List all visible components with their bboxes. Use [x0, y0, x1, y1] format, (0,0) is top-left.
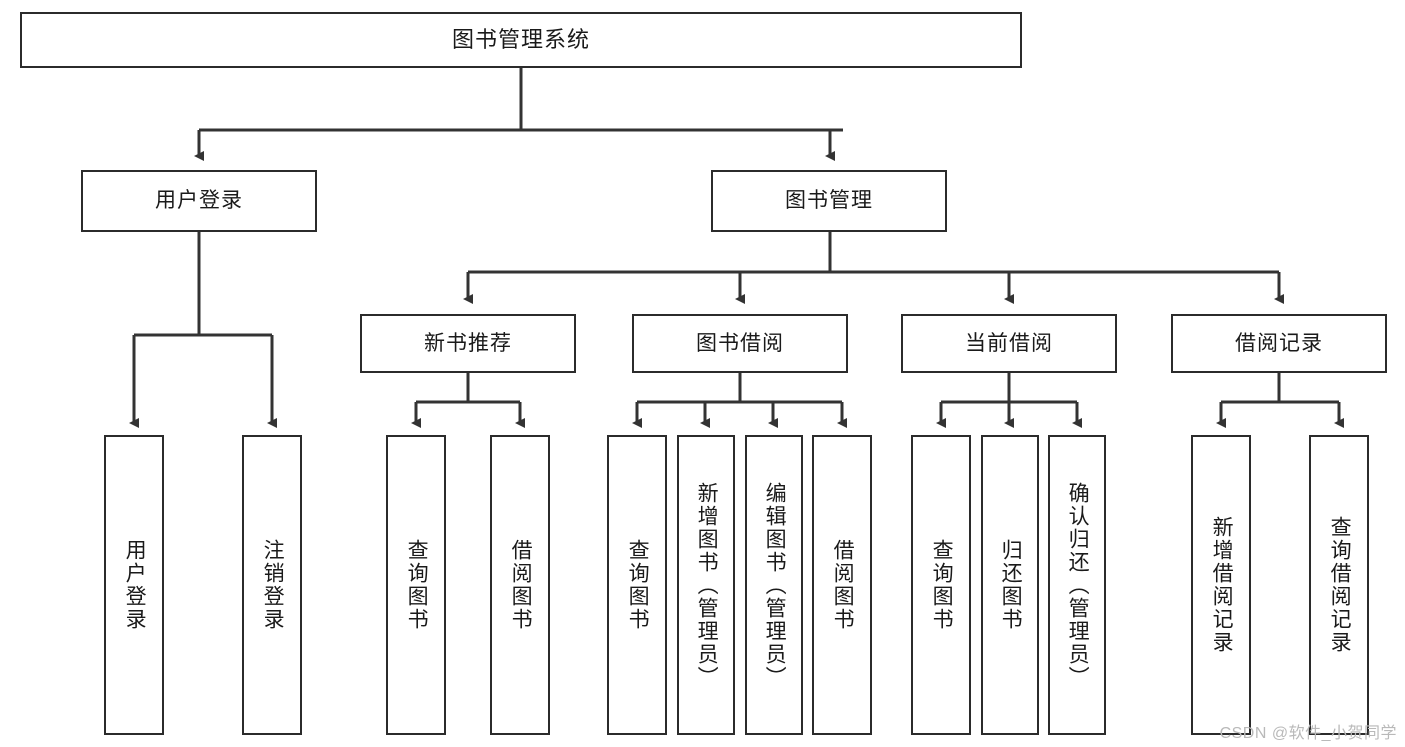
leaf-query-book-borrow[interactable]: 查询图书 [607, 435, 667, 735]
node-label: 编辑图书（管理员） [763, 481, 787, 689]
leaf-confirm-return-admin[interactable]: 确认归还（管理员） [1048, 435, 1106, 735]
leaf-user-login[interactable]: 用户登录 [104, 435, 164, 735]
node-label: 查询图书 [626, 539, 650, 631]
node-label: 用户登录 [155, 189, 243, 213]
node-label: 查询图书 [930, 539, 954, 631]
leaf-borrow-book-new[interactable]: 借阅图书 [490, 435, 550, 735]
node-label: 确认归还（管理员） [1066, 481, 1090, 689]
node-label: 借阅记录 [1235, 331, 1323, 355]
node-book-borrowing[interactable]: 图书借阅 [632, 314, 848, 373]
leaf-query-borrowing-record[interactable]: 查询借阅记录 [1309, 435, 1369, 735]
node-label: 新增图书（管理员） [695, 481, 719, 689]
leaf-borrow-book[interactable]: 借阅图书 [812, 435, 872, 735]
node-label: 注销登录 [261, 539, 285, 631]
node-label: 新增借阅记录 [1210, 516, 1234, 654]
leaf-logout-login[interactable]: 注销登录 [242, 435, 302, 735]
csdn-watermark: CSDN @软件_小贺同学 [1219, 725, 1397, 742]
node-new-book-recommendation[interactable]: 新书推荐 [360, 314, 576, 373]
node-label: 查询借阅记录 [1328, 516, 1352, 654]
node-book-management[interactable]: 图书管理 [711, 170, 947, 232]
leaf-query-book-new[interactable]: 查询图书 [386, 435, 446, 735]
leaf-query-book-current[interactable]: 查询图书 [911, 435, 971, 735]
leaf-edit-book-admin[interactable]: 编辑图书（管理员） [745, 435, 803, 735]
node-root-book-management-system[interactable]: 图书管理系统 [20, 12, 1022, 68]
node-label: 借阅图书 [509, 539, 533, 631]
node-label: 图书管理系统 [451, 26, 590, 52]
node-label: 图书借阅 [696, 331, 784, 355]
node-label: 归还图书 [999, 539, 1023, 631]
node-label: 借阅图书 [831, 539, 855, 631]
node-label: 新书推荐 [424, 331, 512, 355]
node-user-login[interactable]: 用户登录 [81, 170, 317, 232]
leaf-return-book[interactable]: 归还图书 [981, 435, 1039, 735]
node-current-borrowing[interactable]: 当前借阅 [901, 314, 1117, 373]
node-label: 用户登录 [123, 539, 147, 631]
node-borrowing-record[interactable]: 借阅记录 [1171, 314, 1387, 373]
leaf-add-book-admin[interactable]: 新增图书（管理员） [677, 435, 735, 735]
node-label: 图书管理 [785, 189, 873, 213]
node-label: 当前借阅 [965, 331, 1053, 355]
leaf-add-borrowing-record[interactable]: 新增借阅记录 [1191, 435, 1251, 735]
node-label: 查询图书 [405, 539, 429, 631]
